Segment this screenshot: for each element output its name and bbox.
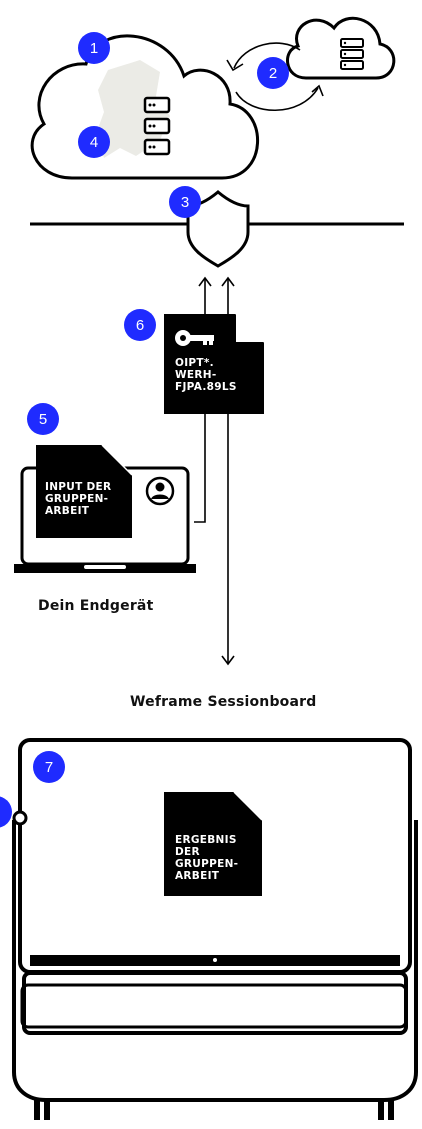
backup-server-icon (340, 38, 364, 70)
sessionboard-device (18, 738, 412, 1035)
stand-wheels (34, 1100, 394, 1120)
key-document-text: OIPT*. WERH- FJPA.89LS (175, 357, 237, 393)
device-caption: Dein Endgerät (38, 598, 154, 614)
user-avatar-icon (145, 476, 175, 506)
input-document (36, 445, 132, 538)
data-flow-lines (194, 414, 235, 666)
step-badge-2: 2 (257, 57, 289, 89)
step-badge-partial (0, 796, 12, 828)
step-badge-6: 6 (124, 309, 156, 341)
step-badge-5: 5 (27, 403, 59, 435)
sessionboard-stand (12, 820, 418, 1102)
sessionboard-caption: Weframe Sessionboard (130, 694, 317, 710)
step-badge-3: 3 (169, 186, 201, 218)
sync-arrows-icon (226, 42, 324, 111)
backup-cloud-icon (286, 16, 396, 80)
step-badge-7: 7 (33, 751, 65, 783)
camera-icon (213, 958, 217, 962)
server-icon (143, 96, 171, 156)
step-badge-4: 4 (78, 126, 110, 158)
upload-arrows (198, 276, 235, 314)
result-document-text: ERGEBNIS DER GRUPPEN- ARBEIT (175, 834, 239, 882)
side-knob (12, 810, 28, 826)
input-document-text: INPUT DER GRUPPEN- ARBEIT (45, 481, 112, 517)
result-document (164, 792, 262, 896)
step-badge-1: 1 (78, 32, 110, 64)
